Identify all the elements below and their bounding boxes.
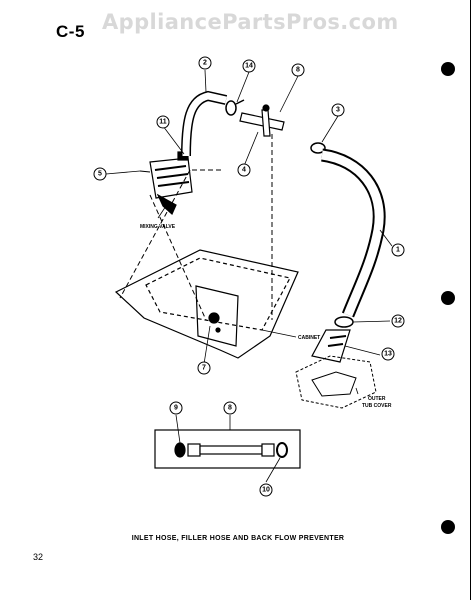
callout-1: 1 [396,247,400,254]
callout-circle-1 [391,243,405,257]
clamp-12 [334,316,354,328]
callout-circle-8a [291,63,305,77]
mixing-valve-label: MIXING VALVE [140,224,176,230]
mixing-valve [139,151,193,215]
callout-14: 14 [245,63,253,70]
cabinet-label: CABINET [298,335,320,341]
outer-tub-cover-label-1: OUTER [368,396,386,402]
callout-circle-2 [198,56,212,70]
cabinet [114,249,299,359]
callout-circle-10 [259,483,273,497]
fill-hose-1 [320,148,386,318]
callout-circle-4 [237,163,251,177]
callout-circle-11 [156,115,170,129]
outer-tub-cover [295,355,377,409]
clamp-3 [310,142,326,154]
callouts [93,56,405,497]
callout-circle-5 [93,167,107,181]
callout-8b: 8 [228,405,232,412]
callout-9: 9 [174,405,178,412]
callout-circle-14 [242,59,256,73]
callout-11: 11 [159,119,167,126]
callout-circle-7 [197,361,211,375]
callout-12: 12 [394,318,402,325]
assembly-leaders [119,134,273,321]
callout-circle-13 [381,347,395,361]
hose-2 [181,90,228,157]
back-flow-preventer-13 [311,329,351,363]
page-number: 32 [33,552,44,562]
outer-tub-cover-label-2: TUB COVER [362,403,392,409]
callout-7: 7 [202,365,206,372]
callout-13: 13 [384,351,392,358]
callout-circle-12 [391,314,405,328]
binder-hole-bottom [441,520,455,534]
callout-numbers: 2 14 8 3 11 5 4 1 12 13 7 9 8 10 6 [98,60,402,494]
callout-3: 3 [336,107,340,114]
callout-leaders [105,69,393,483]
diagram-caption: INLET HOSE, FILLER HOSE AND BACK FLOW PR… [131,535,345,542]
callout-circle-9 [169,401,183,415]
binder-hole-middle [441,291,455,305]
callout-circle-8b [223,401,237,415]
watermark: AppliancePartsPros.com [102,10,399,34]
callout-8a: 8 [296,67,300,74]
page-border [470,0,471,600]
binder-hole-top [441,62,455,76]
callout-circle-3 [331,103,345,117]
callout-2: 2 [203,60,207,67]
callout-10: 10 [262,487,270,494]
callout-5: 5 [98,171,102,178]
connector-4 [239,104,285,137]
clamp-14 [225,99,245,116]
callout-4: 4 [242,167,246,174]
page-code: C-5 [56,22,85,41]
inlet-hose-set [154,429,301,469]
